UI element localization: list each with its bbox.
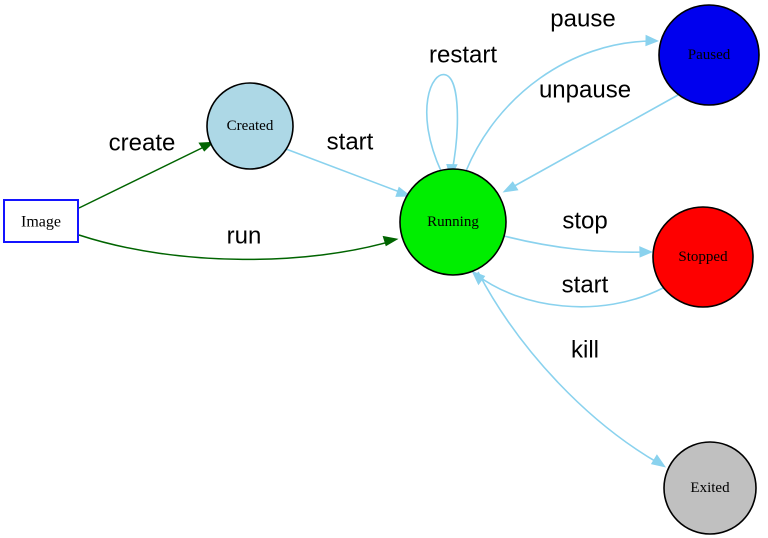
edge-label-pause: pause bbox=[550, 6, 615, 33]
node-created-label: Created bbox=[227, 118, 274, 134]
edge-label-create: create bbox=[109, 130, 176, 157]
node-running[interactable]: Running bbox=[399, 168, 507, 276]
edge-kill[interactable] bbox=[477, 271, 666, 468]
edge-label-stop: stop bbox=[562, 208, 607, 235]
edge-stop[interactable] bbox=[503, 235, 653, 258]
edge-unpause[interactable] bbox=[502, 94, 679, 193]
node-image[interactable]: Image bbox=[3, 199, 79, 243]
edge-label-unpause: unpause bbox=[539, 77, 631, 104]
edge-label-restart: restart bbox=[429, 42, 497, 69]
node-image-label: Image bbox=[21, 214, 61, 231]
edge-label-start-stopped-running: start bbox=[562, 272, 609, 299]
node-paused[interactable]: Paused bbox=[658, 4, 760, 106]
edge-label-start-created-running: start bbox=[327, 129, 374, 156]
edge-pause[interactable] bbox=[465, 34, 659, 172]
edge-label-run: run bbox=[227, 223, 262, 250]
edge-run[interactable] bbox=[78, 234, 399, 261]
edge-start-stopped-running[interactable] bbox=[471, 270, 664, 308]
node-exited-label: Exited bbox=[690, 480, 730, 496]
node-stopped-label: Stopped bbox=[678, 249, 728, 265]
edge-restart[interactable] bbox=[426, 73, 459, 179]
node-paused-label: Paused bbox=[688, 47, 731, 63]
edge-label-kill: kill bbox=[571, 337, 599, 364]
edge-start-created-running[interactable] bbox=[285, 148, 412, 197]
node-exited[interactable]: Exited bbox=[663, 441, 757, 535]
node-created[interactable]: Created bbox=[206, 82, 294, 170]
node-running-label: Running bbox=[427, 214, 479, 230]
node-stopped[interactable]: Stopped bbox=[652, 206, 754, 308]
